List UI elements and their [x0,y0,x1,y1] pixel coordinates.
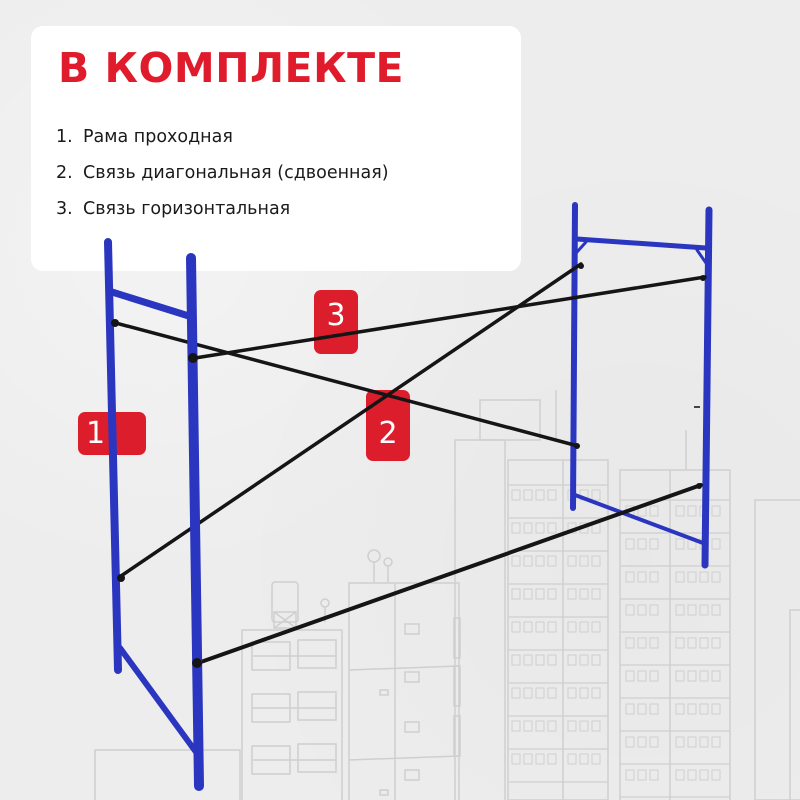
list-item: 3. Связь горизонтальная [56,191,389,227]
list-item-label: Связь диагональная (сдвоенная) [83,163,389,183]
card-title: В КОМПЛЕКТЕ [58,44,405,92]
list-item-number: 2. [56,163,73,183]
list-item-number: 3. [56,199,73,219]
kit-contents-card: В КОМПЛЕКТЕ 1. Рама проходная 2. Связь д… [31,26,521,271]
list-item: 1. Рама проходная [56,119,389,155]
list-item: 2. Связь диагональная (сдвоенная) [56,155,389,191]
badge-diagonal-brace: 2 [366,390,410,461]
kit-contents-list: 1. Рама проходная 2. Связь диагональная … [56,119,389,227]
list-item-label: Связь горизонтальная [83,199,291,219]
badge-frame: 1 [78,412,146,455]
badge-horizontal-brace: 3 [314,290,358,354]
list-item-label: Рама проходная [83,127,233,147]
list-item-number: 1. [56,127,73,147]
